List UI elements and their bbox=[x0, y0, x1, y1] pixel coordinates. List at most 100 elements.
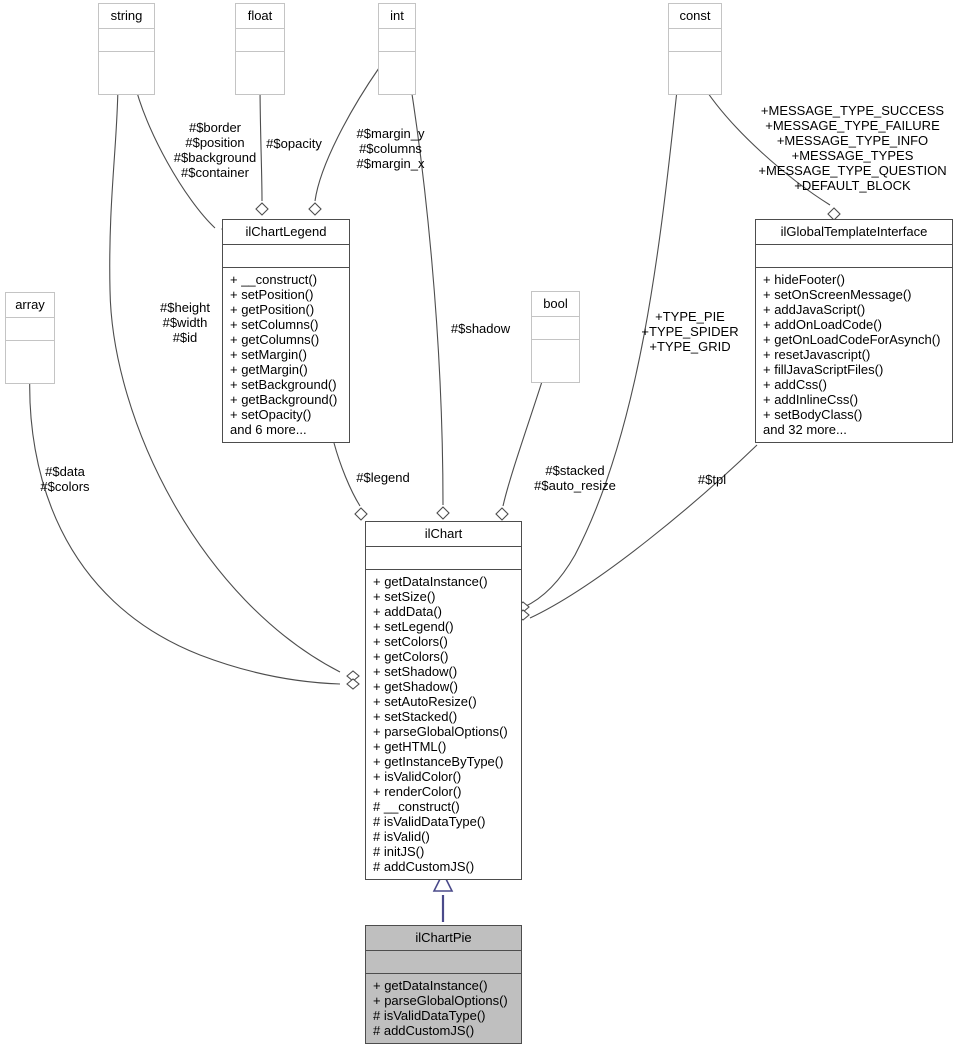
class-operation: + getColumns() bbox=[230, 332, 320, 347]
class-operation: + setAutoResize() bbox=[373, 694, 477, 709]
class-operation: + addCss() bbox=[763, 377, 827, 392]
class-operation: + setColors() bbox=[373, 634, 448, 649]
edge-label-globaltpl-to-chart: #$tpl bbox=[697, 472, 727, 487]
class-title-ilchart: ilChart bbox=[366, 522, 521, 547]
class-operations-ilchartpie: + getDataInstance()+ parseGlobalOptions(… bbox=[366, 974, 521, 1043]
class-title-string: string bbox=[99, 4, 154, 29]
class-title-bool: bool bbox=[532, 292, 579, 317]
class-operation: + addInlineCss() bbox=[763, 392, 859, 407]
edge-label-int-to-legend: #$margin_y #$columns #$margin_x bbox=[356, 126, 425, 171]
edge-label-float-to-legend: #$opacity bbox=[266, 136, 322, 151]
class-title-const: const bbox=[669, 4, 721, 29]
class-operation: # addCustomJS() bbox=[373, 859, 475, 874]
class-operation: + setBodyClass() bbox=[763, 407, 863, 422]
class-operation: + renderColor() bbox=[373, 784, 462, 799]
class-attributes-ilchart bbox=[366, 547, 521, 570]
class-operation: + getBackground() bbox=[230, 392, 338, 407]
class-title-float: float bbox=[236, 4, 284, 29]
class-attributes-ilchartlegend bbox=[223, 245, 349, 268]
class-operation: + getOnLoadCodeForAsynch() bbox=[763, 332, 941, 347]
class-operation: + setOpacity() bbox=[230, 407, 312, 422]
class-operation: + getInstanceByType() bbox=[373, 754, 504, 769]
class-box-string[interactable]: string bbox=[98, 3, 155, 95]
edge-string-to-legend bbox=[109, 80, 119, 291]
class-operation: + setBackground() bbox=[230, 377, 337, 392]
class-box-ilchart[interactable]: ilChart + getDataInstance()+ setSize()+ … bbox=[365, 521, 522, 880]
class-attributes-bool bbox=[532, 317, 579, 340]
class-operation: + fillJavaScriptFiles() bbox=[763, 362, 884, 377]
class-operation: + setSize() bbox=[373, 589, 436, 604]
class-operation: # isValidDataType() bbox=[373, 1008, 486, 1023]
class-operation: and 6 more... bbox=[230, 422, 307, 437]
class-box-ilchartpie[interactable]: ilChartPie + getDataInstance()+ parseGlo… bbox=[365, 925, 522, 1044]
class-operation: + isValidColor() bbox=[373, 769, 462, 784]
class-operation: + getDataInstance() bbox=[373, 574, 488, 589]
class-title-ilchartpie: ilChartPie bbox=[366, 926, 521, 951]
class-operation: # addCustomJS() bbox=[373, 1023, 475, 1038]
class-box-ilchartlegend[interactable]: ilChartLegend + __construct()+ setPositi… bbox=[222, 219, 350, 443]
class-operation: + __construct() bbox=[230, 272, 318, 287]
class-attributes-array bbox=[6, 318, 54, 341]
class-attributes-ilglobaltemplateinterface bbox=[756, 245, 952, 268]
class-box-ilglobaltemplateinterface[interactable]: ilGlobalTemplateInterface + hideFooter()… bbox=[755, 219, 953, 443]
class-operation: + resetJavascript() bbox=[763, 347, 871, 362]
class-attributes-ilchartpie bbox=[366, 951, 521, 974]
class-box-int[interactable]: int bbox=[378, 3, 416, 95]
class-operation: + hideFooter() bbox=[763, 272, 846, 287]
class-operations-int bbox=[379, 52, 415, 94]
aggregation-diamond-int-legend bbox=[308, 202, 322, 216]
class-operation: + setStacked() bbox=[373, 709, 458, 724]
class-operation: + setColumns() bbox=[230, 317, 319, 332]
class-operation: + getMargin() bbox=[230, 362, 308, 377]
class-operations-string bbox=[99, 52, 154, 94]
aggregation-diamond-int-chart bbox=[436, 506, 450, 520]
class-title-array: array bbox=[6, 293, 54, 318]
class-title-ilchartlegend: ilChartLegend bbox=[223, 220, 349, 245]
class-box-const[interactable]: const bbox=[668, 3, 722, 95]
class-operations-ilchart: + getDataInstance()+ setSize()+ addData(… bbox=[366, 570, 521, 879]
class-operation: + getShadow() bbox=[373, 679, 458, 694]
class-operation: # __construct() bbox=[373, 799, 460, 814]
aggregation-diamond-array-chart bbox=[346, 678, 360, 690]
class-operations-ilchartlegend: + __construct()+ setPosition()+ getPosit… bbox=[223, 268, 349, 442]
class-operations-array bbox=[6, 341, 54, 383]
edge-label-const-to-globaltpl: +MESSAGE_TYPE_SUCCESS +MESSAGE_TYPE_FAIL… bbox=[758, 103, 947, 193]
class-operation: + setLegend() bbox=[373, 619, 454, 634]
class-operation: + getDataInstance() bbox=[373, 978, 488, 993]
class-operations-ilglobaltemplateinterface: + hideFooter()+ setOnScreenMessage()+ ad… bbox=[756, 268, 952, 442]
edge-label-array-to-chart: #$data #$colors bbox=[40, 464, 90, 494]
class-operation: + setPosition() bbox=[230, 287, 314, 302]
class-operation: + setShadow() bbox=[373, 664, 458, 679]
class-operation: + parseGlobalOptions() bbox=[373, 724, 508, 739]
class-operation: + getPosition() bbox=[230, 302, 315, 317]
class-box-float[interactable]: float bbox=[235, 3, 285, 95]
class-operation: # isValidDataType() bbox=[373, 814, 486, 829]
class-operation: + setOnScreenMessage() bbox=[763, 287, 912, 302]
class-operations-const bbox=[669, 52, 721, 94]
class-operations-float bbox=[236, 52, 284, 94]
class-attributes-const bbox=[669, 29, 721, 52]
class-box-bool[interactable]: bool bbox=[531, 291, 580, 383]
aggregation-diamond-bool-chart bbox=[495, 507, 509, 521]
edge-label-legend-to-chart: #$legend bbox=[356, 470, 410, 485]
class-title-ilglobaltemplateinterface: ilGlobalTemplateInterface bbox=[756, 220, 952, 245]
class-attributes-int bbox=[379, 29, 415, 52]
class-title-int: int bbox=[379, 4, 415, 29]
class-operation: and 32 more... bbox=[763, 422, 847, 437]
class-operation: + addJavaScript() bbox=[763, 302, 866, 317]
class-operation: + addData() bbox=[373, 604, 443, 619]
aggregation-diamond-string-chart bbox=[346, 670, 360, 682]
class-operation: + setMargin() bbox=[230, 347, 307, 362]
edge-label-const-to-chart: +TYPE_PIE +TYPE_SPIDER +TYPE_GRID bbox=[641, 309, 739, 354]
edge-label-string-to-chart: #$height #$width #$id bbox=[160, 300, 210, 345]
edge-label-int-to-chart: #$shadow bbox=[450, 321, 511, 336]
class-operation: + getColors() bbox=[373, 649, 449, 664]
class-box-array[interactable]: array bbox=[5, 292, 55, 384]
aggregation-diamond-legend-chart bbox=[354, 507, 368, 521]
class-operation: + addOnLoadCode() bbox=[763, 317, 882, 332]
class-operations-bool bbox=[532, 340, 579, 382]
class-operation: # initJS() bbox=[373, 844, 425, 859]
aggregation-diamond-float-legend bbox=[255, 202, 269, 216]
class-attributes-string bbox=[99, 29, 154, 52]
